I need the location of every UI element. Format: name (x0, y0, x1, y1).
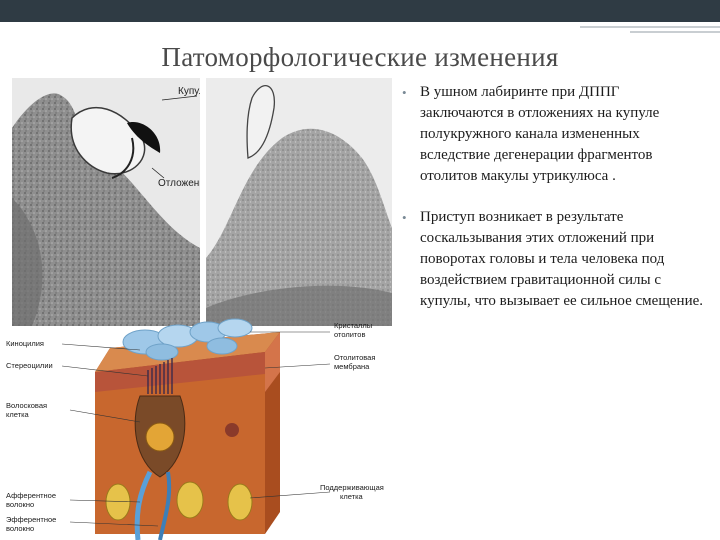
otolithic-membrane (95, 352, 265, 392)
kinocilia-label: Киноцилия (6, 339, 44, 348)
efferent-fiber (158, 471, 172, 540)
deposit-mass (127, 122, 161, 153)
bullet-list: • В ушном лабиринте при ДППГ заключаются… (398, 82, 704, 312)
bullet-item: • В ушном лабиринте при ДППГ заключаются… (398, 82, 704, 187)
stereocilia-bundle (147, 358, 173, 394)
afferent-label: Афферентное (6, 491, 56, 500)
membrane-label: Отолитовая (334, 353, 375, 362)
bullet-text: В ушном лабиринте при ДППГ заключаются в… (420, 84, 660, 184)
histology-photo: Купула Отложения (12, 78, 392, 326)
afferent-label-2: волокно (6, 500, 34, 509)
otoliths-label: Кристаллы (334, 321, 372, 330)
hair-cell-nucleus (145, 422, 175, 452)
photo-divider (200, 78, 206, 326)
photo-left-panel: Купула Отложения (12, 78, 211, 326)
photo-right-panel (206, 78, 392, 326)
hair-cell-diagram: Киноцилия Стереоцилии Волосковая клетка … (6, 318, 384, 540)
bullet-marker: • (402, 210, 407, 225)
otoliths-label-2: отолитов (334, 330, 365, 339)
deposits-label: Отложения (158, 178, 210, 189)
efferent-label: Эфферентное (6, 515, 56, 524)
bullet-text: Приступ возникает в результате соскальзы… (420, 209, 704, 309)
bullet-marker: • (402, 85, 407, 100)
hair-cell-label: Волосковая (6, 401, 47, 410)
bullet-item: • Приступ возникает в результате соскаль… (398, 207, 704, 312)
membrane-label-2: мембрана (334, 362, 370, 371)
stereocilia-label: Стереоцилии (6, 361, 53, 370)
otolith-crystals (122, 318, 253, 361)
cupula-label: Купула (178, 86, 211, 97)
hair-cell-label-2: клетка (6, 410, 30, 419)
top-bar (0, 0, 720, 22)
support-cell-label: Поддерживающая (320, 483, 384, 492)
slide-title: Патоморфологические изменения (161, 42, 559, 72)
top-bar-accent-lines (580, 22, 720, 36)
efferent-label-2: волокно (6, 524, 34, 533)
support-cell-label-2: клетка (340, 492, 364, 501)
afferent-fiber (134, 470, 153, 540)
